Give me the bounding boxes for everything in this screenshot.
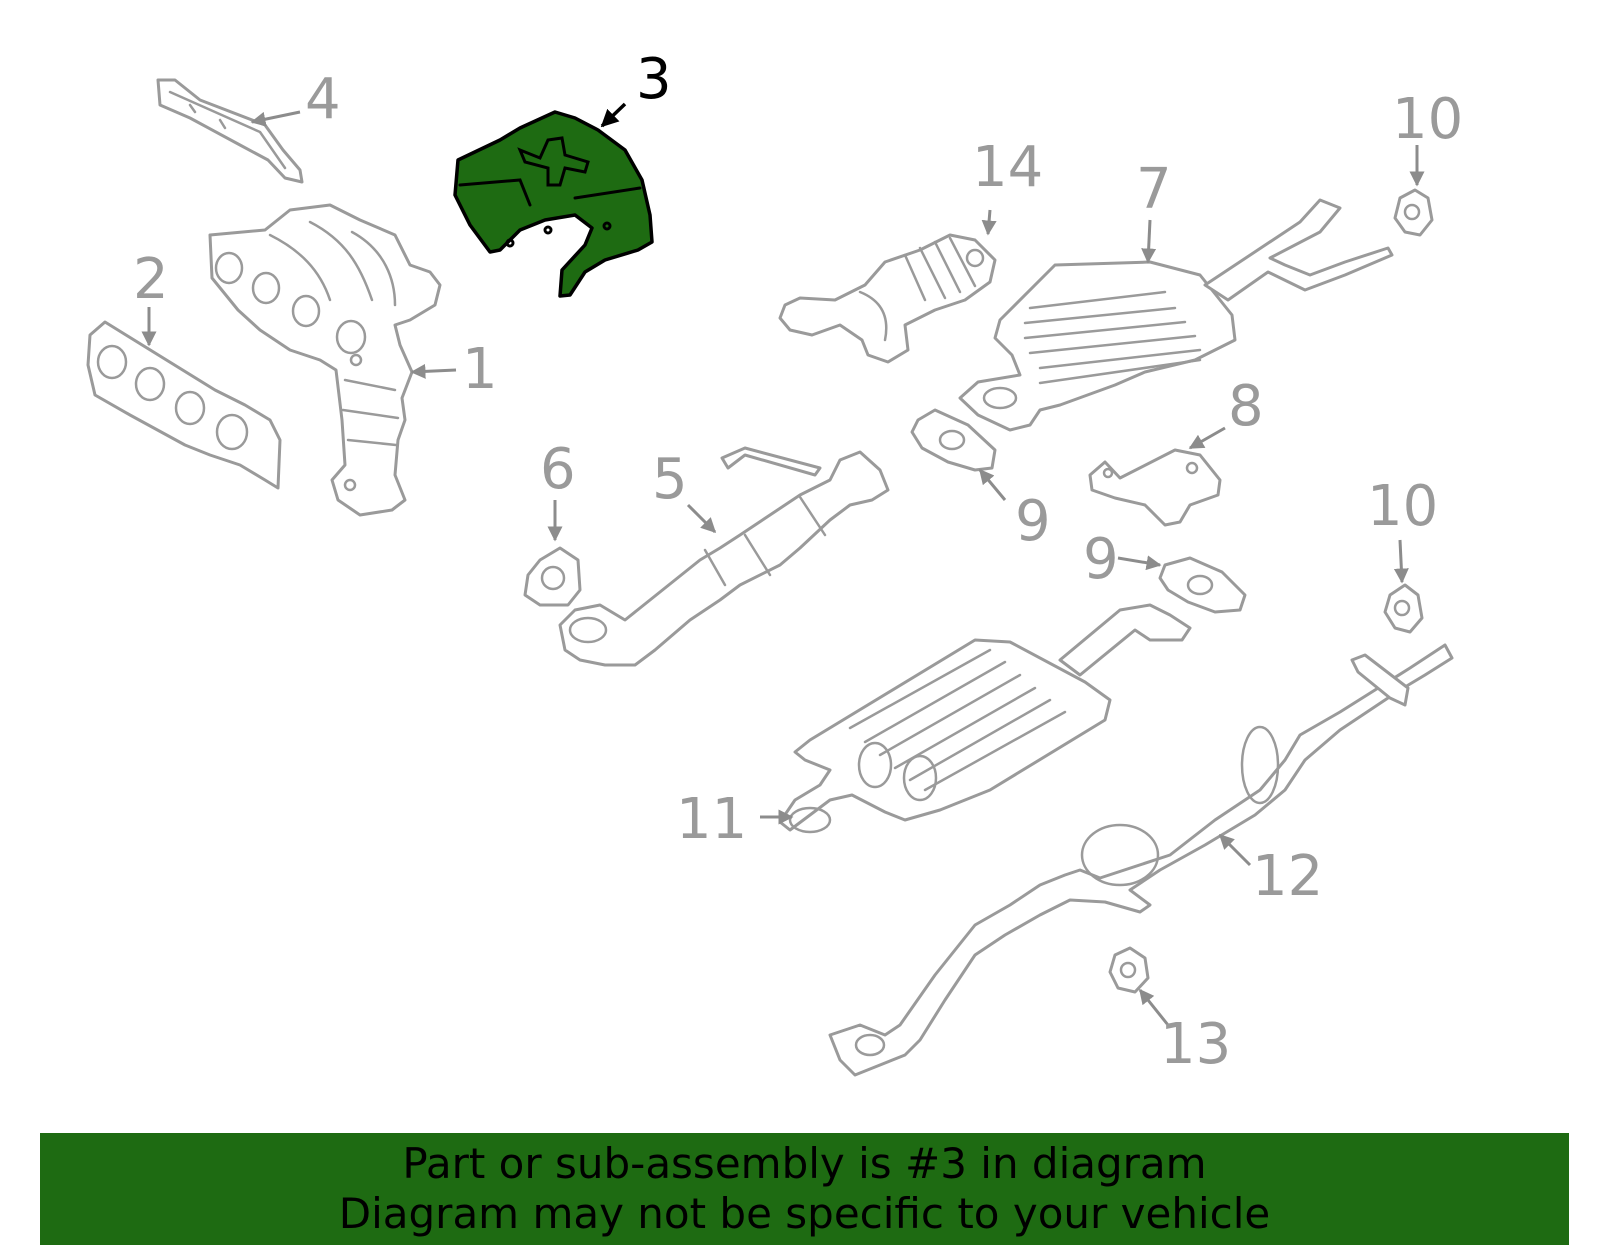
callout-12[interactable]: 12 xyxy=(1252,844,1323,909)
part-1-exhaust-manifold[interactable] xyxy=(208,203,442,517)
callout-1[interactable]: 1 xyxy=(462,337,498,402)
leader-1 xyxy=(410,363,457,379)
callout-4[interactable]: 4 xyxy=(305,67,341,132)
callout-9-lower[interactable]: 9 xyxy=(1083,527,1119,592)
part-2-manifold-gasket[interactable] xyxy=(86,320,282,490)
part-9-gasket-upper[interactable] xyxy=(910,408,997,472)
banner-line-disclaimer: Diagram may not be specific to your vehi… xyxy=(338,1189,1271,1238)
callout-8[interactable]: 8 xyxy=(1228,374,1264,439)
leader-12 xyxy=(1218,833,1252,867)
part-7-catalytic-converter[interactable] xyxy=(958,198,1394,432)
callout-10-lower[interactable]: 10 xyxy=(1367,474,1438,539)
callout-14[interactable]: 14 xyxy=(972,135,1043,200)
leader-13 xyxy=(1138,988,1170,1026)
exhaust-system-diagram: 3 4 2 1 14 7 10 9 8 6 5 9 10 11 12 13 xyxy=(86,47,1463,1077)
leader-14 xyxy=(981,209,997,236)
part-13-insulator[interactable] xyxy=(1108,946,1150,994)
part-9-gasket-lower[interactable] xyxy=(1158,556,1247,614)
banner-line-part: Part or sub-assembly is #3 in diagram xyxy=(402,1139,1207,1188)
part-10-insulator-lower[interactable] xyxy=(1383,583,1424,634)
callout-2[interactable]: 2 xyxy=(133,247,169,312)
part-10-insulator-upper[interactable] xyxy=(1393,188,1434,237)
callout-6[interactable]: 6 xyxy=(540,437,576,502)
part-3-heat-shield[interactable] xyxy=(453,110,654,298)
part-12-tail-pipe[interactable] xyxy=(828,643,1454,1077)
callout-5[interactable]: 5 xyxy=(652,447,688,512)
leader-5 xyxy=(686,503,717,534)
leader-9a xyxy=(978,468,1007,501)
part-6-gasket[interactable] xyxy=(523,546,582,607)
callout-10-upper[interactable]: 10 xyxy=(1392,87,1463,152)
part-info-banner: Part or sub-assembly is #3 in diagram Di… xyxy=(40,1133,1569,1245)
part-4-bracket[interactable] xyxy=(156,78,304,184)
leader-10b xyxy=(1393,539,1409,584)
leader-3 xyxy=(600,102,627,128)
callout-9-upper[interactable]: 9 xyxy=(1015,489,1051,554)
callout-7[interactable]: 7 xyxy=(1136,157,1172,222)
leader-4 xyxy=(250,110,301,127)
part-14-front-pipe[interactable] xyxy=(778,233,997,364)
leader-9b xyxy=(1117,555,1162,571)
part-8-hanger-bracket[interactable] xyxy=(1088,448,1222,527)
callout-3[interactable]: 3 xyxy=(636,47,672,112)
leader-7 xyxy=(1141,219,1157,264)
leader-8 xyxy=(1188,426,1226,450)
part-5-front-pipe[interactable] xyxy=(558,446,890,667)
callout-13[interactable]: 13 xyxy=(1160,1012,1231,1077)
part-11-muffler[interactable] xyxy=(778,603,1192,834)
callout-11[interactable]: 11 xyxy=(676,787,747,852)
